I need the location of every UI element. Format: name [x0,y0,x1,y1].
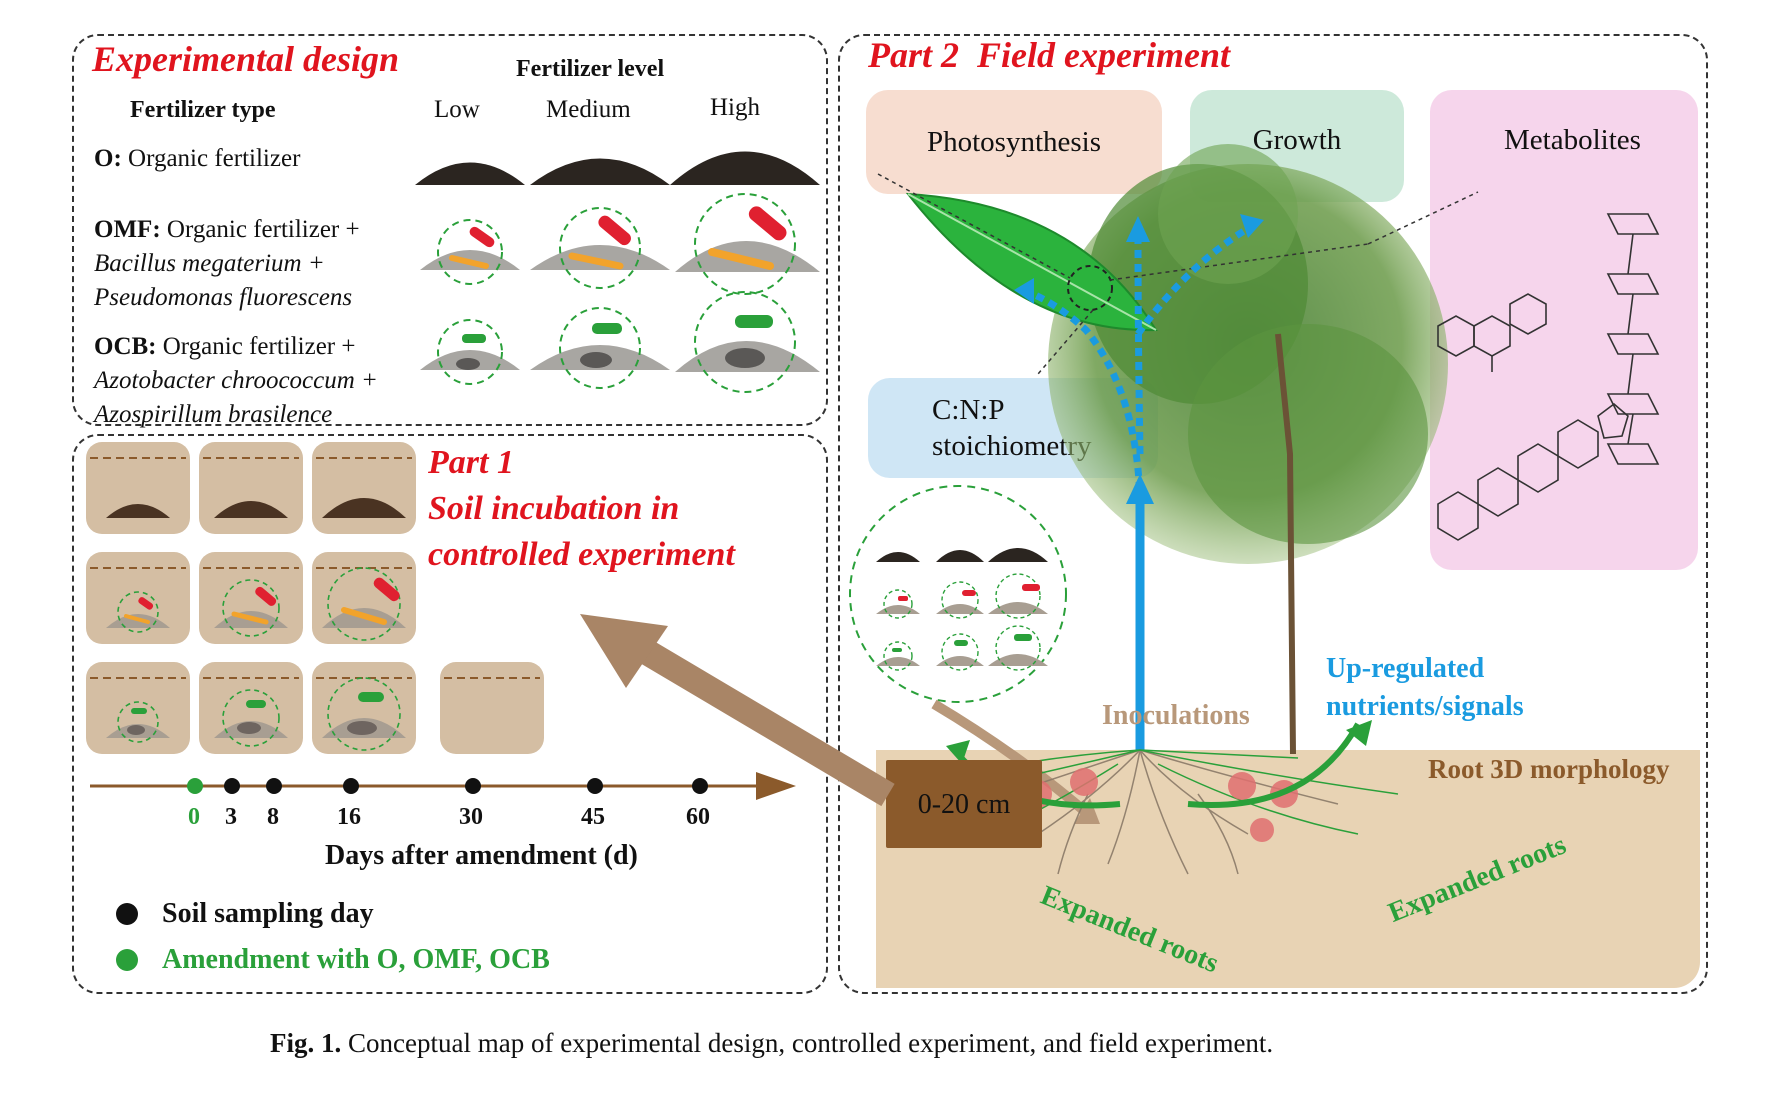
level-high: High [710,94,760,121]
part1-title-line1: Part 1 [428,444,514,481]
part1-panel [72,434,828,994]
root-morphology-label: Root 3D morphology [1428,754,1670,784]
type-omf-code: OMF: [94,216,161,243]
day-label-60: 60 [686,804,710,830]
experimental-design-panel [72,34,828,426]
depth-box: 0-20 cm [886,760,1042,848]
caption-text: Conceptual map of experimental design, c… [348,1028,1274,1058]
pile-omf-low [420,219,520,285]
caption-label: Fig. 1. [270,1028,342,1058]
part2-title: Part 2 Field experiment [868,35,1230,75]
pile-ocb-high [675,291,820,393]
photosynthesis-box: Photosynthesis [866,90,1162,194]
type-o: O: Organic fertilizer [94,145,300,173]
day-label-8: 8 [267,804,279,830]
type-ocb-line1: Organic fertilizer + [162,333,356,360]
molecule-polysaccharide [1606,213,1660,465]
pile-o-high [670,151,820,185]
day-label-45: 45 [581,804,605,830]
jar-omf-high [312,552,416,644]
level-low: Low [434,96,480,123]
timeline-dot-8 [266,778,282,794]
molecule-flavone [1437,293,1547,372]
day-label-3: 3 [225,804,237,830]
type-o-code: O: [94,145,122,172]
tree-canopy [1048,144,1448,564]
legend-green-dot [116,949,138,971]
type-omf-line3: Pseudomonas fluorescens [94,284,353,311]
jar-o-high [312,442,416,534]
legend-black-dot [116,903,138,925]
timeline-dot-30 [465,778,481,794]
type-ocb: OCB: Organic fertilizer + Azotobacter ch… [94,330,378,432]
inoculations-label: Inoculations [1102,700,1250,731]
jar-ocb-high [312,662,416,754]
design-title: Experimental design [92,39,400,79]
stoichiometry-line1: C:N:P [932,393,1005,426]
jar-o-low [86,442,190,534]
type-ocb-line3: Azospirillum brasilence [94,401,333,428]
legend-sampling-label: Soil sampling day [162,898,374,929]
pile-omf-high [675,193,820,295]
legend-amendment-label: Amendment with O, OMF, OCB [162,944,550,975]
upregulated-line2: nutrients/signals [1326,691,1524,722]
arrowhead-metabolites [1240,214,1264,238]
sampling-timeline [90,772,796,800]
inoculation-arrow [931,699,1092,818]
timeline-dot-3 [224,778,240,794]
timeline-axis-label: Days after amendment (d) [325,840,638,871]
inoculation-circle [849,485,1067,703]
type-ocb-code: OCB: [94,333,157,360]
field-illustration [849,144,1660,875]
type-omf-line2: Bacillus megaterium + [94,250,325,277]
part1-title: Part 1 Soil incubation in controlled exp… [428,440,735,578]
part1-title-line2: Soil incubation in [428,490,680,527]
part1-title-line3: controlled experiment [428,536,735,573]
pile-o-low [415,162,525,185]
upregulated-label: Up-regulated nutrients/signals [1326,650,1524,726]
upregulated-arrows [1022,222,1254,750]
type-omf: OMF: Organic fertilizer + Bacillus megat… [94,213,360,315]
upregulated-line1: Up-regulated [1326,653,1485,684]
tree-trunk [1275,333,1296,755]
pile-omf-medium [530,207,670,289]
day-label-16: 16 [337,804,361,830]
figure-caption: Fig. 1. Conceptual map of experimental d… [270,1028,1273,1059]
jar-omf-medium [199,552,303,644]
timeline-dot-45 [587,778,603,794]
timeline-dot-16 [343,778,359,794]
link-arrow [580,614,895,807]
level-medium: Medium [546,96,631,123]
arrowhead-leaf [1014,278,1034,304]
type-ocb-line2: Azotobacter chroococcum + [94,367,378,394]
expanded-right-arrow [1187,722,1361,808]
fertilizer-level-header: Fertilizer level [516,56,665,82]
jar-empty [440,662,544,754]
jar-omf-low [86,552,190,644]
fertilizer-type-header: Fertilizer type [130,97,276,123]
pile-o-medium [530,158,670,185]
part2-panel [838,34,1708,994]
arrowhead-up-growth [1126,216,1150,242]
legend-amendment: Amendment with O, OMF, OCB [116,944,550,976]
timeline-dot-0 [187,778,203,794]
pile-ocb-medium [530,307,670,389]
metabolites-label: Metabolites [1504,124,1641,156]
incubation-jars [86,442,544,754]
day-label-30: 30 [459,804,483,830]
type-omf-line1: Organic fertilizer + [166,216,360,243]
jar-o-medium [199,442,303,534]
pile-ocb-low [420,319,520,385]
day-label-0: 0 [188,804,200,830]
timeline-dot-60 [692,778,708,794]
legend-sampling: Soil sampling day [116,898,374,930]
timeline-arrowhead [756,772,796,800]
molecule-triterpene [1437,402,1629,541]
arrowhead-up-main [1126,474,1154,504]
link-arrowhead [580,614,668,688]
type-o-line1: Organic fertilizer [128,145,301,172]
design-fertilizer-grid [415,151,820,393]
